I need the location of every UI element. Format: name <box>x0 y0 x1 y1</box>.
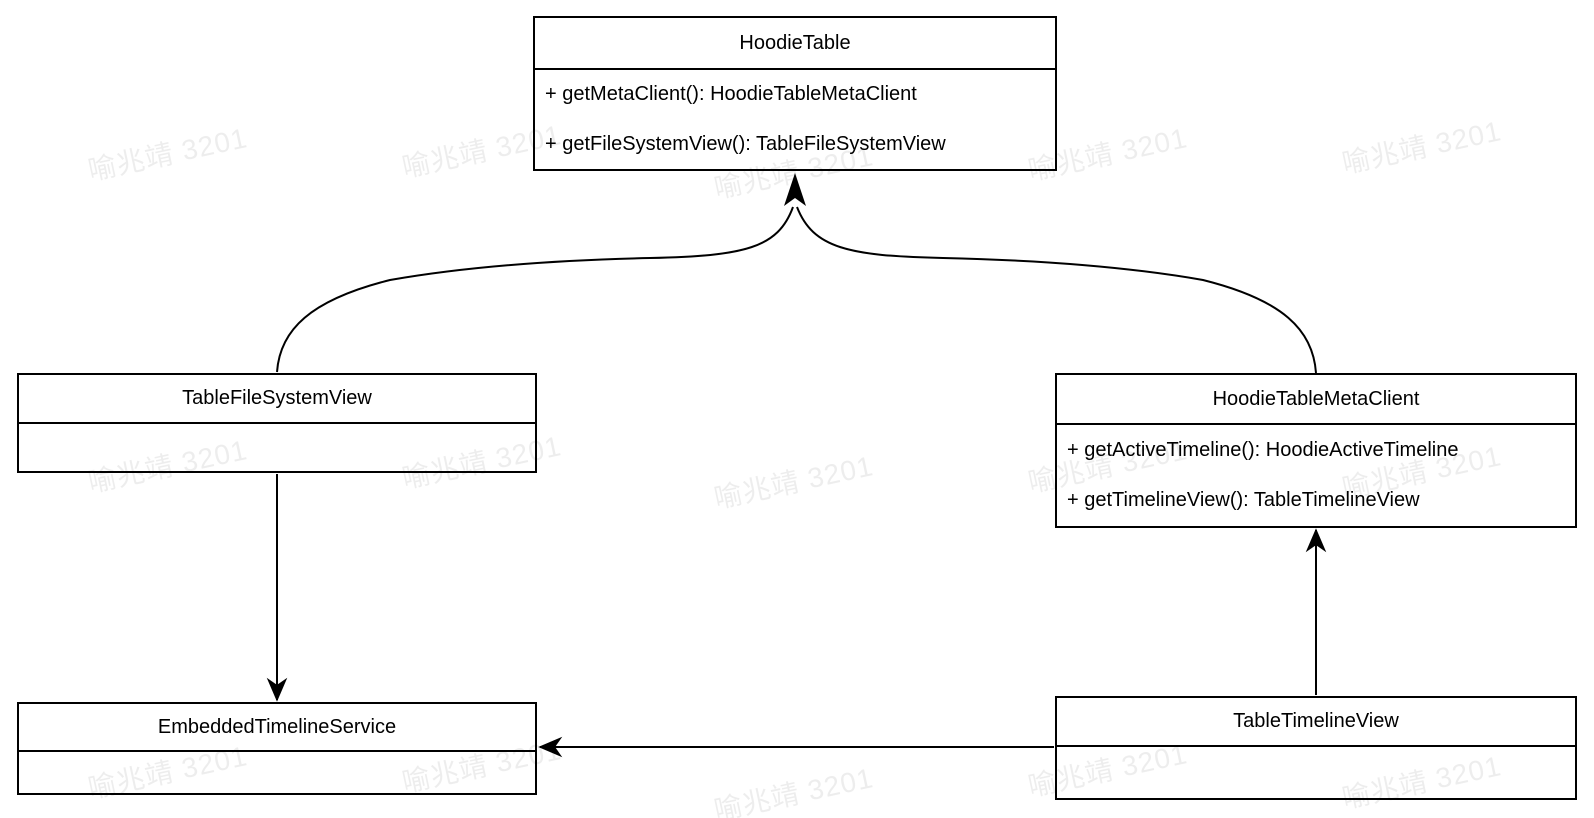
class-title: HoodieTableMetaClient <box>1057 375 1575 425</box>
class-methods: + getMetaClient(): HoodieTableMetaClient… <box>535 70 1055 169</box>
class-title: EmbeddedTimelineService <box>19 704 535 752</box>
class-title: HoodieTable <box>535 18 1055 70</box>
edge-tablefilesystemview-to-hoodietable <box>276 206 794 373</box>
class-title: TableFileSystemView <box>19 375 535 424</box>
class-box-tablefilesystemview: TableFileSystemView <box>17 373 537 473</box>
class-box-tabletimelineview: TableTimelineView <box>1055 696 1577 800</box>
class-box-hoodietablemetaclient: HoodieTableMetaClient + getActiveTimelin… <box>1055 373 1577 528</box>
edge-hoodietablemetaclient-to-hoodietable <box>796 206 1317 374</box>
class-methods: + getActiveTimeline(): HoodieActiveTimel… <box>1057 425 1575 526</box>
method-getmetaclient: + getMetaClient(): HoodieTableMetaClient <box>545 83 917 106</box>
class-title: TableTimelineView <box>1057 698 1575 747</box>
empty-compartment <box>19 752 535 793</box>
class-box-hoodietable: HoodieTable + getMetaClient(): HoodieTab… <box>533 16 1057 171</box>
arrowhead-into-hoodietable <box>784 173 806 206</box>
method-gettimelineview: + getTimelineView(): TableTimelineView <box>1067 489 1420 512</box>
method-getactivetimeline: + getActiveTimeline(): HoodieActiveTimel… <box>1067 438 1459 461</box>
class-box-embeddedtimelineservice: EmbeddedTimelineService <box>17 702 537 795</box>
method-getfilesystemview: + getFileSystemView(): TableFileSystemVi… <box>545 132 946 155</box>
empty-compartment <box>1057 747 1575 798</box>
empty-compartment <box>19 424 535 471</box>
